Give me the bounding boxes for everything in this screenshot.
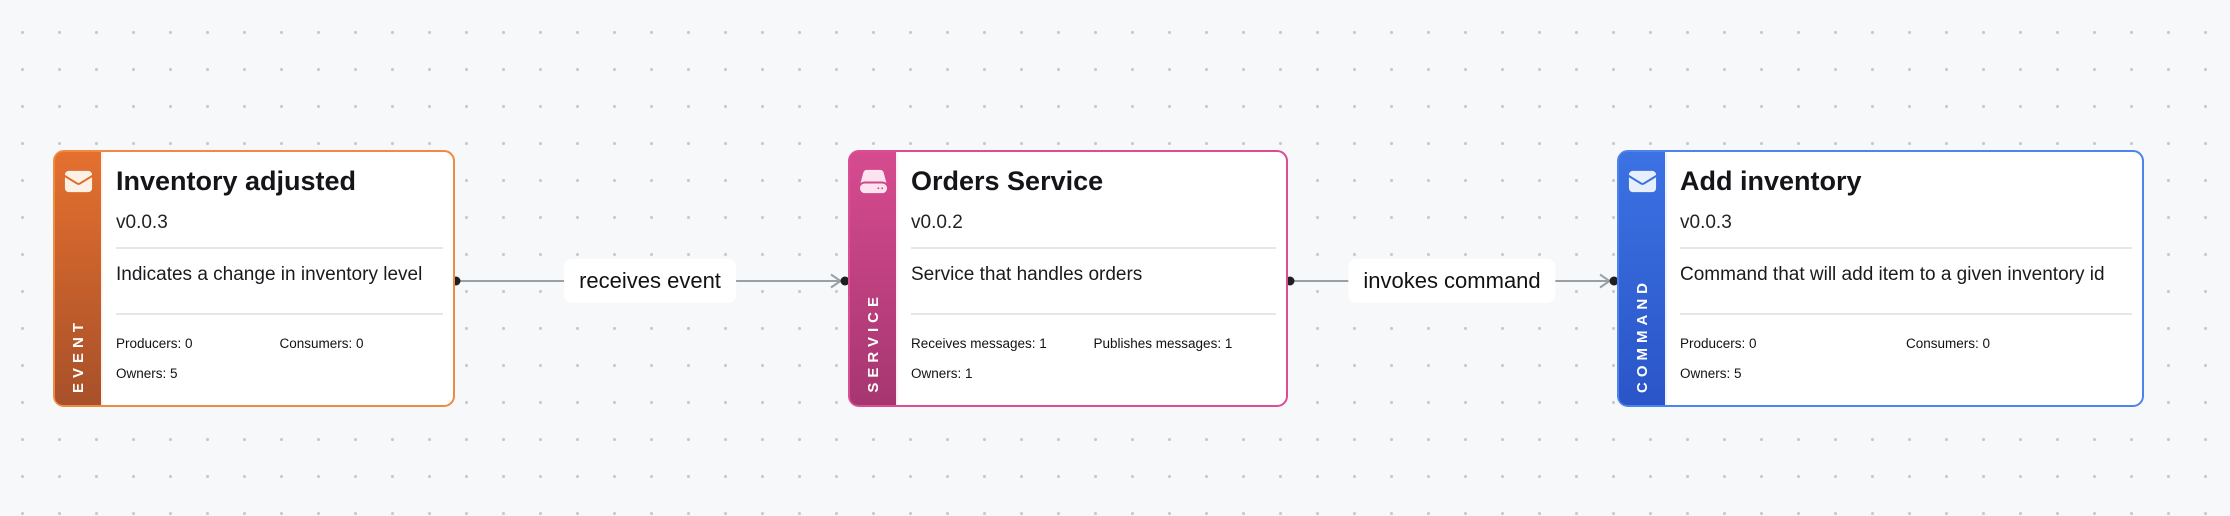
node-event-inventory-adjusted[interactable]: EVENT Inventory adjusted v0.0.3 Indicate… bbox=[53, 150, 455, 407]
divider bbox=[116, 312, 443, 315]
arrowhead-icon bbox=[830, 273, 843, 289]
stat-owners: Owners: 1 bbox=[911, 366, 973, 382]
node-version: v0.0.3 bbox=[116, 212, 168, 234]
node-description: Command that will add item to a given in… bbox=[1680, 264, 2105, 286]
node-body: Orders Service v0.0.2 Service that handl… bbox=[898, 152, 1286, 405]
node-title: Orders Service bbox=[911, 166, 1104, 196]
node-type-sidebar: COMMAND bbox=[1619, 152, 1667, 405]
node-type-sidebar: EVENT bbox=[55, 152, 103, 405]
node-command-add-inventory[interactable]: COMMAND Add inventory v0.0.3 Command tha… bbox=[1617, 150, 2144, 407]
node-type-label: COMMAND bbox=[1633, 278, 1651, 393]
node-stats: Receives messages: 1 Publishes messages:… bbox=[911, 315, 1276, 382]
stat-publishes-messages: Publishes messages: 1 bbox=[1093, 335, 1233, 351]
divider bbox=[1680, 312, 2132, 315]
stat-producers: Producers: 0 bbox=[1680, 335, 1757, 351]
divider bbox=[911, 312, 1276, 315]
stat-owners: Owners: 5 bbox=[116, 366, 178, 382]
stat-receives-messages: Receives messages: 1 bbox=[911, 335, 1047, 351]
envelope-icon bbox=[63, 166, 94, 197]
stat-consumers: Consumers: 0 bbox=[279, 335, 364, 351]
arrowhead-icon bbox=[1599, 273, 1612, 289]
node-service-orders-service[interactable]: SERVICE Orders Service v0.0.2 Service th… bbox=[848, 150, 1288, 407]
node-title: Inventory adjusted bbox=[116, 166, 357, 196]
stat-owners: Owners: 5 bbox=[1680, 366, 1742, 382]
edge-label-receives-event: receives event bbox=[564, 258, 736, 304]
node-description: Indicates a change in inventory level bbox=[116, 264, 423, 286]
edge-label-invokes-command: invokes command bbox=[1348, 258, 1556, 304]
node-type-label: SERVICE bbox=[864, 292, 882, 393]
node-title: Add inventory bbox=[1680, 166, 1862, 196]
node-type-label: EVENT bbox=[69, 317, 87, 393]
node-body: Add inventory v0.0.3 Command that will a… bbox=[1667, 152, 2142, 405]
node-stats: Producers: 0 Consumers: 0 Owners: 5 bbox=[116, 315, 443, 382]
stat-consumers: Consumers: 0 bbox=[1906, 335, 1991, 351]
divider bbox=[1680, 247, 2132, 250]
node-version: v0.0.3 bbox=[1680, 212, 1732, 234]
envelope-icon bbox=[1627, 166, 1658, 197]
node-description: Service that handles orders bbox=[911, 264, 1143, 286]
divider bbox=[116, 247, 443, 250]
node-body: Inventory adjusted v0.0.3 Indicates a ch… bbox=[103, 152, 453, 405]
node-version: v0.0.2 bbox=[911, 212, 963, 234]
server-icon bbox=[858, 166, 889, 197]
stat-producers: Producers: 0 bbox=[116, 335, 193, 351]
node-stats: Producers: 0 Consumers: 0 Owners: 5 bbox=[1680, 315, 2132, 382]
node-type-sidebar: SERVICE bbox=[850, 152, 898, 405]
divider bbox=[911, 247, 1276, 250]
